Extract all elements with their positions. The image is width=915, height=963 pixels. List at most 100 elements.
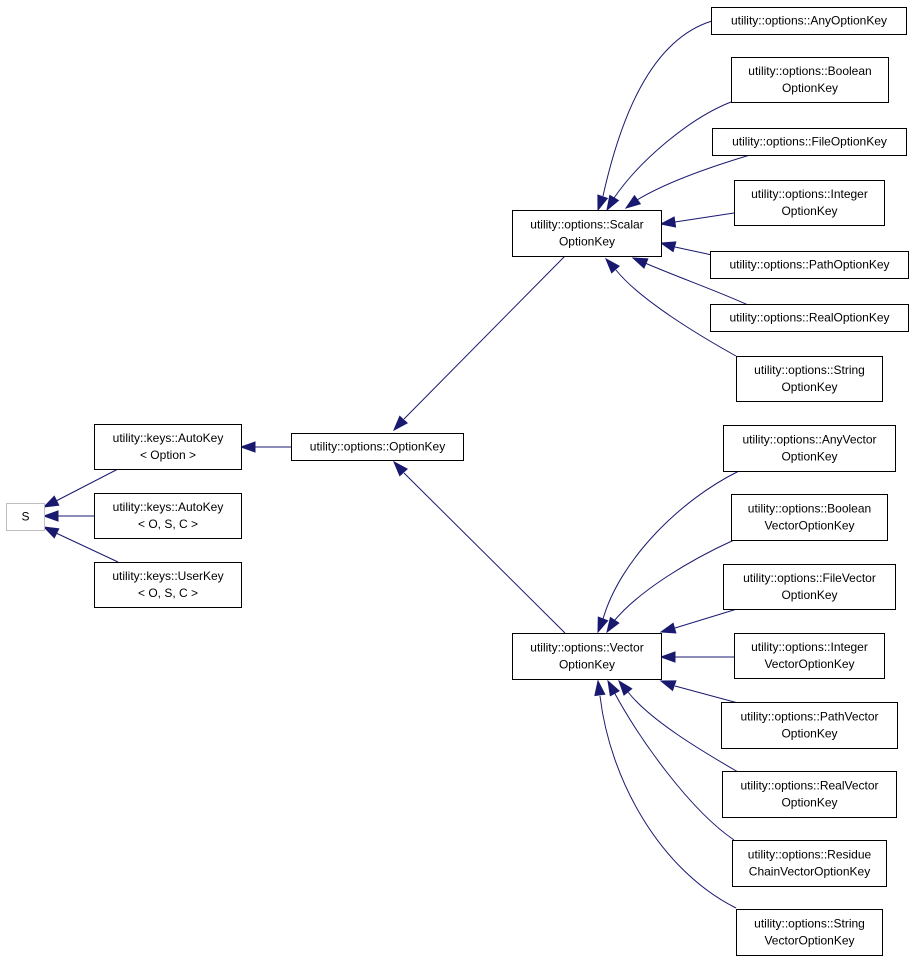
edge-integer-to-scalar bbox=[674, 212, 735, 223]
arrowhead-optionkey-to-autokey_option bbox=[239, 441, 256, 453]
edge-string-to-scalar bbox=[615, 269, 737, 357]
class-label-line: OptionKey bbox=[559, 658, 615, 672]
class-box bbox=[710, 304, 909, 332]
class-label-line: < Option > bbox=[140, 448, 196, 462]
class-label-line: utility::keys::UserKey bbox=[112, 569, 223, 583]
class-box bbox=[723, 564, 896, 610]
edges-layer bbox=[42, 20, 751, 909]
class-label-line: ChainVectorOptionKey bbox=[749, 865, 870, 879]
class-box bbox=[291, 433, 464, 461]
class-label-line: OptionKey bbox=[781, 727, 837, 741]
arrowhead-scalar-to-optionkey bbox=[392, 415, 408, 432]
class-box bbox=[722, 771, 897, 818]
arrowhead-vector-to-optionkey bbox=[392, 460, 409, 477]
arrowhead-pathvec-to-vector bbox=[659, 680, 677, 692]
class-label-line: utility::options::PathVector bbox=[740, 710, 878, 724]
class-label-line: utility::options::String bbox=[754, 917, 865, 931]
edge-pathvec-to-vector bbox=[674, 685, 739, 704]
arrowhead-any-to-scalar bbox=[597, 194, 609, 212]
class-box bbox=[94, 424, 242, 470]
class-label-line: utility::options::Boolean bbox=[748, 502, 871, 516]
arrowhead-autokey_osc-to-s bbox=[42, 510, 59, 522]
edge-any-to-scalar bbox=[602, 20, 713, 197]
class-label-line: utility::options::FileOptionKey bbox=[732, 135, 887, 149]
class-box bbox=[512, 633, 662, 680]
arrowhead-stringvec-to-vector bbox=[594, 679, 606, 697]
class-node-userkey_osc[interactable]: utility::keys::UserKey< O, S, C > bbox=[94, 562, 242, 608]
class-box bbox=[736, 356, 883, 402]
arrowhead-string-to-scalar bbox=[605, 257, 620, 274]
class-box bbox=[736, 909, 883, 956]
class-label-line: OptionKey bbox=[782, 81, 838, 95]
class-label-line: VectorOptionKey bbox=[764, 657, 854, 671]
class-box bbox=[711, 7, 907, 35]
class-node-s[interactable]: S bbox=[6, 503, 45, 531]
arrowhead-real-to-scalar bbox=[631, 257, 649, 269]
arrowhead-anyvec-to-vector bbox=[597, 616, 609, 634]
class-label-line: utility::options::AnyOptionKey bbox=[731, 14, 887, 28]
edge-userkey_osc-to-s bbox=[55, 532, 119, 563]
edge-anyvec-to-vector bbox=[602, 470, 740, 620]
class-node-vector[interactable]: utility::options::VectorOptionKey bbox=[512, 633, 662, 680]
arrowhead-boolvec-to-vector bbox=[606, 616, 620, 634]
class-label-line: utility::keys::AutoKey bbox=[113, 500, 224, 514]
class-box bbox=[712, 128, 907, 156]
class-label-line: utility::options::PathOptionKey bbox=[729, 258, 889, 272]
class-box bbox=[94, 562, 242, 608]
class-label-line: utility::keys::AutoKey bbox=[113, 431, 224, 445]
edge-autokey_option-to-s bbox=[55, 468, 119, 502]
class-label-line: OptionKey bbox=[781, 796, 837, 810]
class-label-line: VectorOptionKey bbox=[764, 519, 854, 533]
edge-filevec-to-vector bbox=[674, 608, 738, 629]
class-label-line: < O, S, C > bbox=[138, 586, 198, 600]
edge-residuevec-to-vector bbox=[613, 691, 735, 841]
class-label-line: OptionKey bbox=[781, 588, 837, 602]
class-box bbox=[734, 633, 885, 679]
class-label-line: utility::options::FileVector bbox=[743, 571, 876, 585]
class-box bbox=[710, 251, 909, 279]
edge-boolean-to-scalar bbox=[613, 101, 732, 199]
class-node-path[interactable]: utility::options::PathOptionKey bbox=[710, 251, 909, 279]
edge-boolvec-to-vector bbox=[613, 539, 735, 622]
class-label-line: utility::options::Integer bbox=[751, 187, 868, 201]
edge-real-to-scalar bbox=[644, 262, 749, 306]
class-label-line: OptionKey bbox=[781, 450, 837, 464]
class-label-line: < O, S, C > bbox=[138, 517, 198, 531]
class-label-line: utility::options::String bbox=[754, 363, 865, 377]
class-box bbox=[734, 180, 885, 226]
class-node-autokey_option[interactable]: utility::keys::AutoKey< Option > bbox=[94, 424, 242, 470]
class-box bbox=[731, 494, 888, 541]
class-node-autokey_osc[interactable]: utility::keys::AutoKey< O, S, C > bbox=[94, 493, 242, 539]
arrowhead-residuevec-to-vector bbox=[607, 679, 620, 697]
arrowhead-file-to-scalar bbox=[624, 194, 642, 209]
class-node-any[interactable]: utility::options::AnyOptionKey bbox=[711, 7, 907, 35]
class-node-optionkey[interactable]: utility::options::OptionKey bbox=[291, 433, 464, 461]
class-label-line: utility::options::RealOptionKey bbox=[729, 311, 889, 325]
class-box bbox=[723, 425, 896, 472]
class-box bbox=[731, 57, 889, 103]
class-node-file[interactable]: utility::options::FileOptionKey bbox=[712, 128, 907, 156]
edge-realvec-to-vector bbox=[627, 691, 739, 773]
arrowhead-intvec-to-vector bbox=[659, 651, 676, 663]
class-label-line: OptionKey bbox=[781, 204, 837, 218]
arrowhead-realvec-to-vector bbox=[618, 679, 633, 696]
class-node-residuevec[interactable]: utility::options::ResidueChainVectorOpti… bbox=[732, 840, 887, 887]
class-label-line: utility::options::RealVector bbox=[740, 779, 878, 793]
class-node-real[interactable]: utility::options::RealOptionKey bbox=[710, 304, 909, 332]
arrowhead-path-to-scalar bbox=[659, 241, 677, 253]
edge-file-to-scalar bbox=[636, 154, 751, 201]
class-box bbox=[512, 210, 662, 257]
